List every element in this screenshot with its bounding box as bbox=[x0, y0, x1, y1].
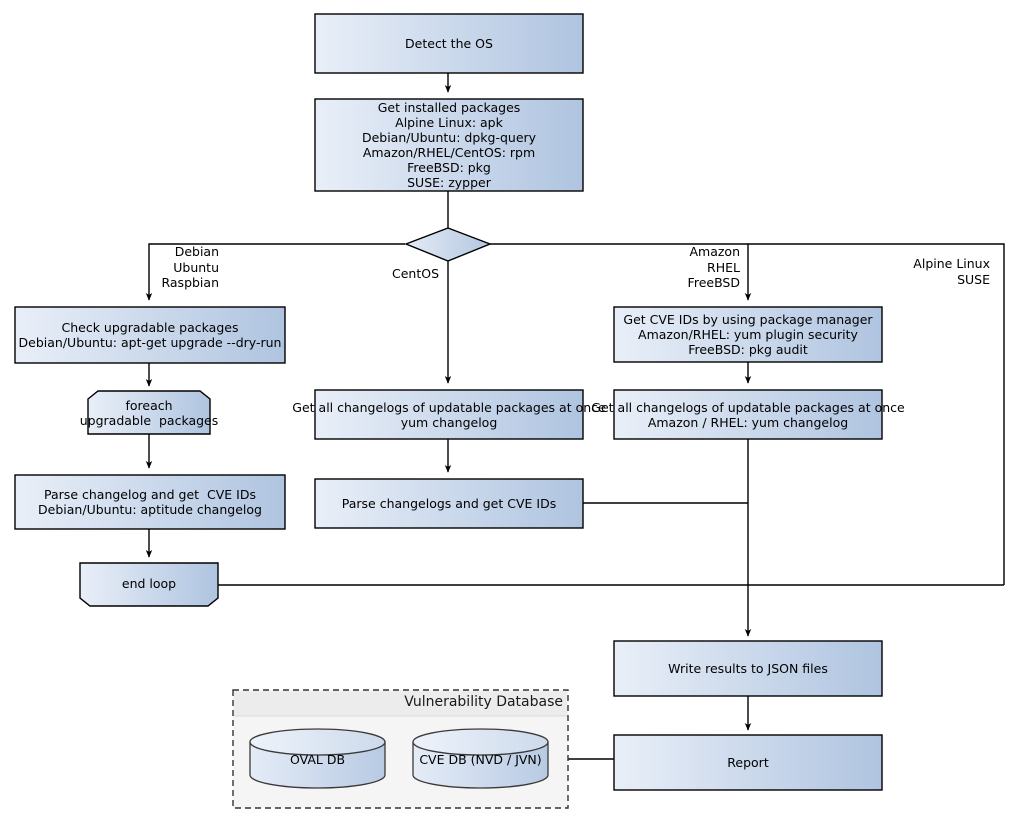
os-decision-node[interactable] bbox=[406, 228, 490, 261]
parse-changelog-debian-node[interactable] bbox=[15, 475, 285, 529]
changelogs-centos-node[interactable] bbox=[315, 390, 583, 439]
edge-decision-debian bbox=[145, 243, 405, 301]
get-installed-packages-node[interactable] bbox=[315, 99, 583, 191]
node-changelogs-centos bbox=[314, 389, 584, 440]
end-loop-node[interactable] bbox=[80, 563, 218, 606]
report-node[interactable] bbox=[614, 735, 882, 790]
node-get-cve-ids-pkg-mgr bbox=[613, 306, 883, 363]
edge-decision-alpine bbox=[748, 243, 1005, 585]
node-os-decision bbox=[404, 227, 492, 262]
branch-label-debian: Debian Ubuntu Raspbian bbox=[161, 244, 219, 290]
oval-db-node[interactable] bbox=[250, 729, 385, 788]
node-report bbox=[613, 734, 883, 791]
node-parse-changelogs-centos bbox=[314, 478, 584, 529]
branch-label-amazon: Amazon RHEL FreeBSD bbox=[687, 244, 740, 290]
detect-os-node[interactable] bbox=[315, 14, 583, 73]
branch-label-centos: CentOS bbox=[391, 266, 439, 281]
node-end-loop bbox=[79, 562, 219, 607]
node-write-results bbox=[613, 640, 883, 697]
oval-db-cylinder bbox=[249, 728, 386, 789]
vulnerability-database-group bbox=[232, 689, 569, 809]
node-check-upgradable bbox=[14, 306, 286, 364]
parse-changelogs-centos-node[interactable] bbox=[315, 479, 583, 528]
vulndb-group-header bbox=[234, 691, 567, 716]
cve-db-label: CVE DB (NVD / JVN) bbox=[419, 752, 542, 767]
write-results-node[interactable] bbox=[614, 641, 882, 696]
check-upgradable-node[interactable] bbox=[15, 307, 285, 363]
node-foreach-loop bbox=[87, 390, 211, 435]
node-parse-changelog-debian bbox=[14, 474, 286, 530]
cve-db-node[interactable] bbox=[413, 729, 548, 788]
cve-db-cylinder bbox=[412, 728, 549, 789]
changelogs-amazon-node[interactable] bbox=[614, 390, 882, 439]
get-cve-ids-pkg-mgr-node[interactable] bbox=[614, 307, 882, 362]
vulndb-group-title: Vulnerability Database bbox=[404, 694, 563, 710]
node-detect-os bbox=[314, 13, 584, 74]
oval-db-label: OVAL DB bbox=[289, 752, 346, 767]
branch-label-alpine: Alpine Linux SUSE bbox=[913, 256, 990, 287]
node-changelogs-amazon bbox=[613, 389, 883, 440]
node-get-installed-packages bbox=[314, 98, 584, 192]
foreach-loop-node[interactable] bbox=[88, 391, 210, 434]
